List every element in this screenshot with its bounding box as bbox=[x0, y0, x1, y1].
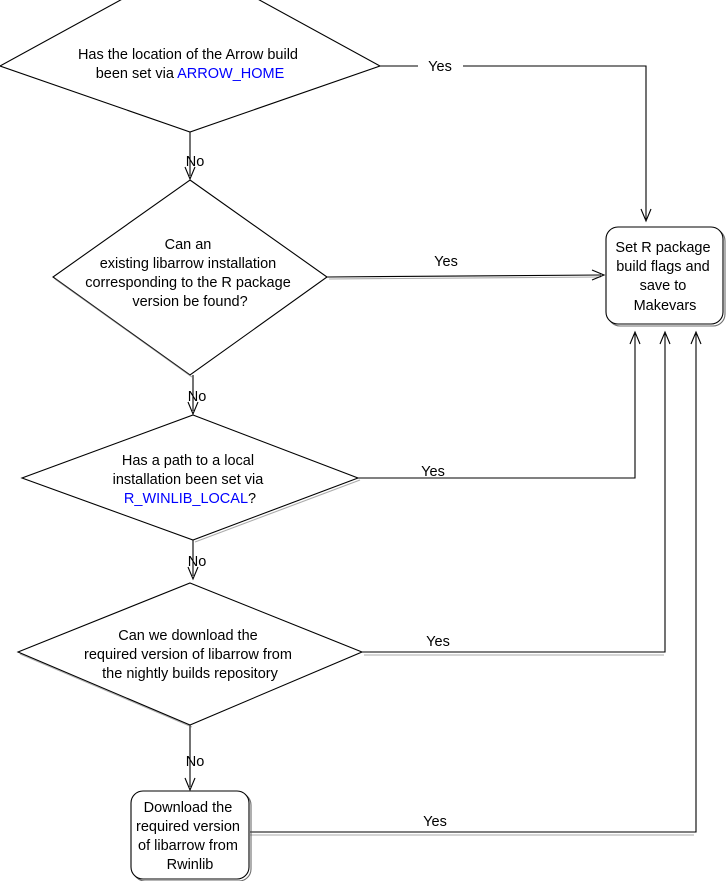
edge-arrow-home-yes bbox=[380, 65, 652, 223]
edge-line bbox=[250, 334, 697, 833]
node-process-set-flags[interactable]: Set R package build flags and save to Ma… bbox=[605, 226, 726, 327]
process-box[interactable] bbox=[605, 226, 724, 325]
edge-label-nightly-yes: Yes bbox=[426, 634, 450, 650]
node-text: Can we download the required version of … bbox=[84, 628, 296, 682]
decision-diamond-shadow bbox=[194, 479, 361, 543]
edge-label-group: Yes No Yes No Yes No Yes No Yes bbox=[186, 56, 463, 830]
arrowhead-icon bbox=[591, 269, 606, 281]
edge-line bbox=[358, 334, 636, 479]
node-process-download-rwinlib[interactable]: Download the required version of libarro… bbox=[130, 790, 252, 881]
edge-download-rwinlib-yes bbox=[250, 330, 702, 836]
edge-local-path-no bbox=[187, 540, 199, 581]
node-text-line: installation been set via bbox=[113, 472, 265, 488]
node-text: Download the required version of libarro… bbox=[136, 800, 244, 873]
edge-label-existing-install-no: No bbox=[188, 389, 207, 405]
decision-diamond[interactable] bbox=[0, 0, 382, 133]
edge-nightly-yes bbox=[362, 330, 671, 656]
node-decision-arrow-home[interactable]: Has the location of the Arrow build been… bbox=[0, 0, 382, 133]
edge-existing-install-yes bbox=[326, 269, 606, 281]
node-text-line: Has a path to a local bbox=[122, 453, 254, 469]
node-text-line: existing libarrow installation bbox=[100, 256, 277, 272]
edge-local-path-yes bbox=[358, 330, 641, 479]
decision-diamond[interactable] bbox=[16, 582, 364, 726]
node-text-line: Can we download the bbox=[118, 628, 257, 644]
node-text-line: required version of libarrow from bbox=[84, 647, 292, 663]
node-text: Has a path to a local installation been … bbox=[113, 453, 268, 507]
node-text: Can an existing libarrow installation co… bbox=[85, 237, 295, 310]
node-text-line: corresponding to the R package bbox=[85, 275, 291, 291]
edge-nightly-no bbox=[184, 725, 196, 792]
edge-label-arrow-home-no: No bbox=[186, 154, 205, 170]
node-text-line: version be found? bbox=[132, 294, 247, 310]
node-text-line: Makevars bbox=[634, 298, 697, 314]
node-text-line: build flags and bbox=[616, 259, 710, 275]
var-link-arrow-home: ARROW_HOME bbox=[177, 66, 284, 82]
edge-label-arrow-home-yes: Yes bbox=[428, 59, 452, 75]
edge-label-existing-install-yes: Yes bbox=[434, 254, 458, 270]
node-text-line: Download the bbox=[144, 800, 233, 816]
node-text-line: save to bbox=[640, 278, 687, 294]
arrowhead-icon bbox=[659, 330, 671, 345]
edge-label-nightly-no: No bbox=[186, 754, 205, 770]
edge-label-local-path-yes: Yes bbox=[421, 464, 445, 480]
edge-label-download-rwinlib-yes: Yes bbox=[423, 814, 447, 830]
node-decision-nightly[interactable]: Can we download the required version of … bbox=[16, 582, 364, 728]
node-text-line: been set via ARROW_HOME bbox=[96, 66, 285, 82]
node-text: Has the location of the Arrow build been… bbox=[78, 47, 302, 82]
edge-line bbox=[362, 334, 666, 653]
edge-arrow-home-no bbox=[184, 132, 196, 181]
decision-diamond-shadow bbox=[19, 653, 193, 728]
node-text-line: of libarrow from bbox=[138, 838, 238, 854]
node-decision-existing-install[interactable]: Can an existing libarrow installation co… bbox=[52, 179, 328, 378]
arrowhead-icon bbox=[184, 777, 196, 792]
node-text-line: R_WINLIB_LOCAL? bbox=[124, 491, 256, 507]
arrowhead-icon bbox=[640, 208, 652, 223]
node-text-line: the nightly builds repository bbox=[102, 666, 278, 682]
decision-diamond[interactable] bbox=[20, 414, 360, 541]
node-text-line: required version bbox=[136, 819, 240, 835]
arrowhead-icon bbox=[187, 566, 199, 581]
node-text-line: Rwinlib bbox=[167, 857, 214, 873]
node-text: Set R package build flags and save to Ma… bbox=[615, 240, 714, 314]
edge-label-local-path-no: No bbox=[188, 554, 207, 570]
edge-existing-install-no bbox=[187, 375, 199, 416]
node-text-line: Set R package bbox=[615, 240, 710, 256]
process-box[interactable] bbox=[130, 790, 250, 880]
node-text-line: Can an bbox=[165, 237, 212, 253]
node-decision-local-path[interactable]: Has a path to a local installation been … bbox=[20, 414, 361, 543]
label-backdrop bbox=[418, 56, 463, 75]
edge-line bbox=[380, 65, 647, 219]
node-text-line: Has the location of the Arrow build bbox=[78, 47, 298, 63]
edge-line-shadow bbox=[328, 276, 602, 280]
arrowhead-icon bbox=[184, 166, 196, 181]
arrowhead-icon bbox=[187, 401, 199, 416]
decision-diamond-shadow bbox=[54, 278, 193, 378]
arrowhead-icon bbox=[629, 330, 641, 345]
var-link-r-winlib-local: R_WINLIB_LOCAL bbox=[124, 491, 248, 507]
arrowhead-icon bbox=[690, 330, 702, 345]
edge-line bbox=[326, 274, 602, 278]
